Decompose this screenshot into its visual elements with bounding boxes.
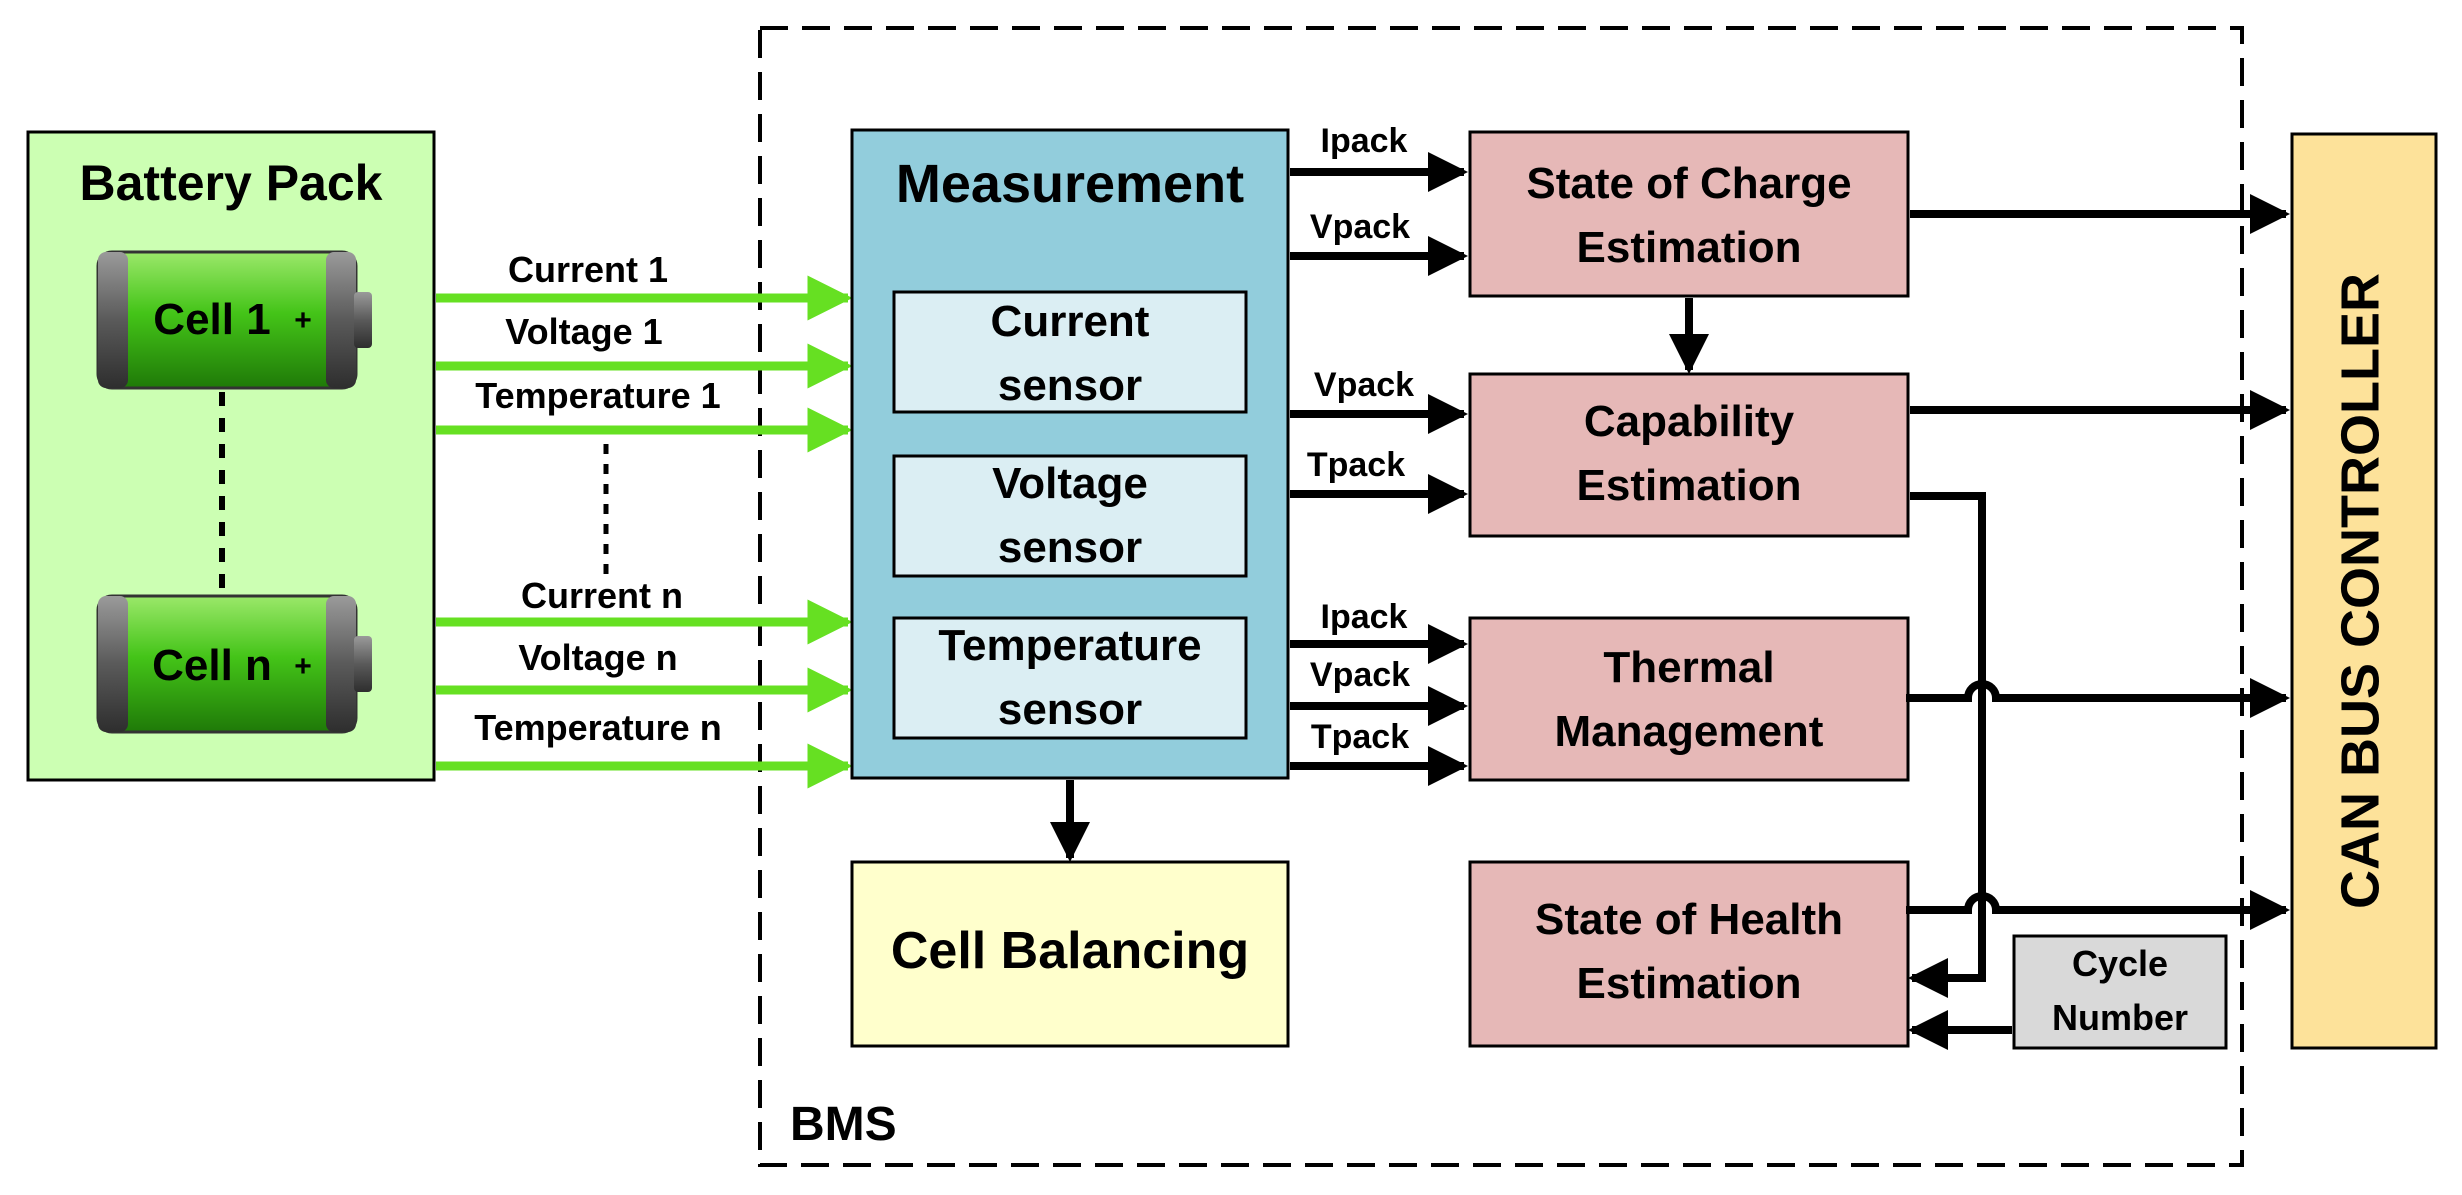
thermal-management-line-2: Management [1555,707,1824,756]
cell-1-plus-sign: + [294,304,312,337]
soh-estimation-box [1468,860,1910,1048]
can-bus-controller-box [2290,132,2438,1050]
cell-1-label: Cell 1 [153,295,270,344]
voltage-sensor-line-2: sensor [998,523,1142,572]
thermal-management-box [1468,616,1910,782]
cell-n-label: Cell n [152,641,272,690]
capability-to-soh-arrow [1908,492,1986,998]
temperature-sensor-line-1: Temperature [938,621,1201,670]
can-bus-controller-label: CAN BUS CONTROLLER [2330,273,2390,909]
measurement-block: Measurement Current sensor Voltage senso… [850,128,1290,780]
battery-pack-title: Battery Pack [80,155,383,211]
measurement-title: Measurement [896,154,1244,214]
cap-tpack-label: Tpack [1307,446,1405,484]
soh-estimation-line-1: State of Health [1535,895,1843,944]
voltage-sensor-line-1: Voltage [992,459,1148,508]
th-vpack-label: Vpack [1310,656,1410,694]
cap-vpack-label: Vpack [1314,366,1414,404]
soh-to-can-arrow [1906,890,2290,930]
temperature-1-label: Temperature 1 [475,375,720,416]
capability-estimation-box [1468,372,1910,538]
temperature-sensor-line-2: sensor [998,685,1142,734]
cell-balancing-box [850,860,1290,1048]
soc-ipack-label: Ipack [1321,122,1408,160]
current-n-label: Current n [521,575,683,616]
cycle-number-line-1: Cycle [2072,943,2168,984]
current-sensor-box [892,290,1248,414]
cell-n-plus-sign: + [294,650,312,683]
pack-signal-arrows [1290,152,1468,786]
soc-estimation-line-2: Estimation [1577,223,1802,272]
soc-estimation-line-1: State of Charge [1526,159,1851,208]
thermal-management-line-1: Thermal [1603,643,1774,692]
th-tpack-label: Tpack [1311,718,1409,756]
soh-estimation-line-2: Estimation [1577,959,1802,1008]
bms-boundary [758,26,2244,1167]
voltage-1-label: Voltage 1 [505,311,662,352]
voltage-n-label: Voltage n [518,637,677,678]
capability-estimation-line-2: Estimation [1577,461,1802,510]
capability-estimation-line-1: Capability [1584,397,1795,446]
soc-vpack-label: Vpack [1310,208,1410,246]
th-ipack-label: Ipack [1321,598,1408,636]
signal-arrows [436,275,853,789]
cycle-number-line-2: Number [2052,997,2188,1038]
bms-label: BMS [790,1098,897,1151]
cell-n-battery-icon [96,594,372,734]
thermal-to-can-arrow [1906,678,2290,718]
current-1-label: Current 1 [508,249,668,290]
soc-estimation-box [1468,130,1910,298]
temperature-n-label: Temperature n [474,707,721,748]
current-sensor-line-2: sensor [998,361,1142,410]
battery-pack: Battery Pack Cell 1 + Cell n + [26,130,436,782]
cell-1-battery-icon [96,250,372,390]
voltage-sensor-box [892,454,1248,578]
cell-balancing-label: Cell Balancing [891,922,1249,980]
cycle-number-box [2012,934,2228,1050]
temperature-sensor-box [892,616,1248,740]
current-sensor-line-1: Current [991,297,1150,346]
